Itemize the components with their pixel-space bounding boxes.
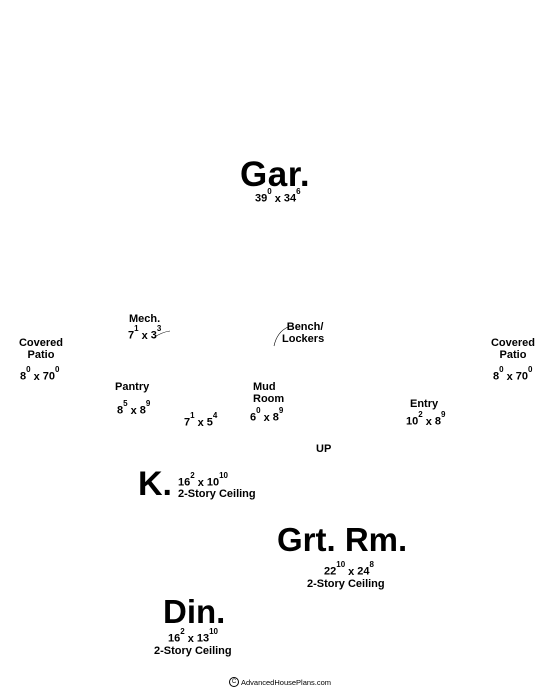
- entry-label: Entry: [410, 398, 439, 410]
- covered-patio-right-label: Covered Patio: [490, 337, 536, 361]
- mech-label: Mech.: [129, 313, 161, 325]
- stairs-up-label: UP: [316, 443, 332, 455]
- kitchen-label: K.: [138, 465, 172, 503]
- pantry-label: Pantry: [115, 381, 150, 393]
- dining-label: Din.: [163, 593, 226, 630]
- great-room-label: Grt. Rm.: [277, 521, 408, 558]
- mud-room-label: Mud Room: [253, 381, 285, 405]
- great-room-ceiling-note: 2-Story Ceiling: [307, 578, 385, 590]
- copyright-footer: C AdvancedHousePlans.com: [229, 677, 331, 687]
- dining-ceiling-note: 2-Story Ceiling: [154, 645, 232, 657]
- bench-lockers-label: Bench/ Lockers: [282, 321, 325, 345]
- garage-label: Gar.: [240, 155, 311, 194]
- covered-patio-left-label: Covered Patio: [18, 337, 64, 361]
- kitchen-ceiling-note: 2-Story Ceiling: [178, 488, 256, 500]
- copyright-icon: C: [229, 677, 239, 687]
- footer-text: AdvancedHousePlans.com: [241, 677, 332, 687]
